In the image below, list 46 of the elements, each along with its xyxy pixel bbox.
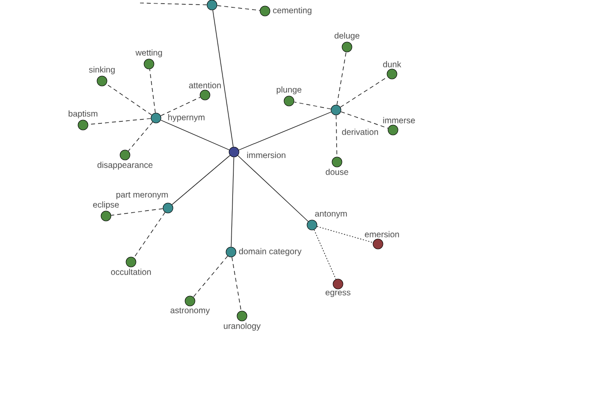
connector-line: [172, 155, 230, 205]
connector-line: [336, 52, 346, 106]
node-label: immersion: [247, 152, 286, 158]
connector-line: [88, 118, 152, 125]
node-label: cementing: [273, 7, 312, 15]
node-label: occultation: [111, 268, 151, 275]
node-label: deluge: [334, 32, 360, 40]
node-label: sinking: [89, 66, 115, 74]
node-label: domain category: [239, 248, 302, 256]
node-label: disappearance: [97, 162, 152, 170]
connector-line: [140, 2, 208, 6]
connector-line: [314, 230, 336, 280]
node-label: uranology: [224, 322, 261, 331]
node-label: part meronym: [116, 192, 168, 200]
node-label: derivation: [342, 128, 378, 135]
node-label: egress: [326, 290, 350, 298]
connector-line: [238, 112, 332, 150]
connector-line: [294, 102, 332, 110]
node-label: douse: [326, 168, 348, 175]
node-label: dunk: [383, 61, 402, 68]
connector-line: [160, 120, 230, 150]
connector-line: [106, 84, 152, 116]
connector-line: [230, 156, 234, 248]
connector-line: [216, 5, 260, 11]
node-label: astronomy: [170, 308, 210, 315]
connector-line: [110, 208, 164, 216]
node-label: antonym: [315, 211, 347, 218]
connector-line: [316, 226, 374, 243]
connector-line: [128, 122, 153, 152]
connector-line: [160, 96, 201, 116]
node-label: attention: [189, 82, 221, 88]
node-label: plunge: [276, 86, 302, 94]
connector-line: [149, 68, 156, 114]
connector-line: [193, 256, 228, 298]
node-label: eclipse: [93, 201, 119, 210]
node-label: wetting: [136, 49, 162, 58]
node-label: emersion: [364, 231, 399, 238]
connector-line: [340, 111, 388, 129]
connector-line: [134, 212, 166, 258]
node-label: hypernym: [168, 114, 204, 122]
connector-line: [238, 155, 308, 222]
node-label: immerse: [383, 117, 415, 124]
connector-line: [212, 10, 234, 148]
node-label: baptism: [68, 110, 98, 118]
connector-line: [340, 76, 388, 108]
connector-line: [232, 256, 242, 312]
